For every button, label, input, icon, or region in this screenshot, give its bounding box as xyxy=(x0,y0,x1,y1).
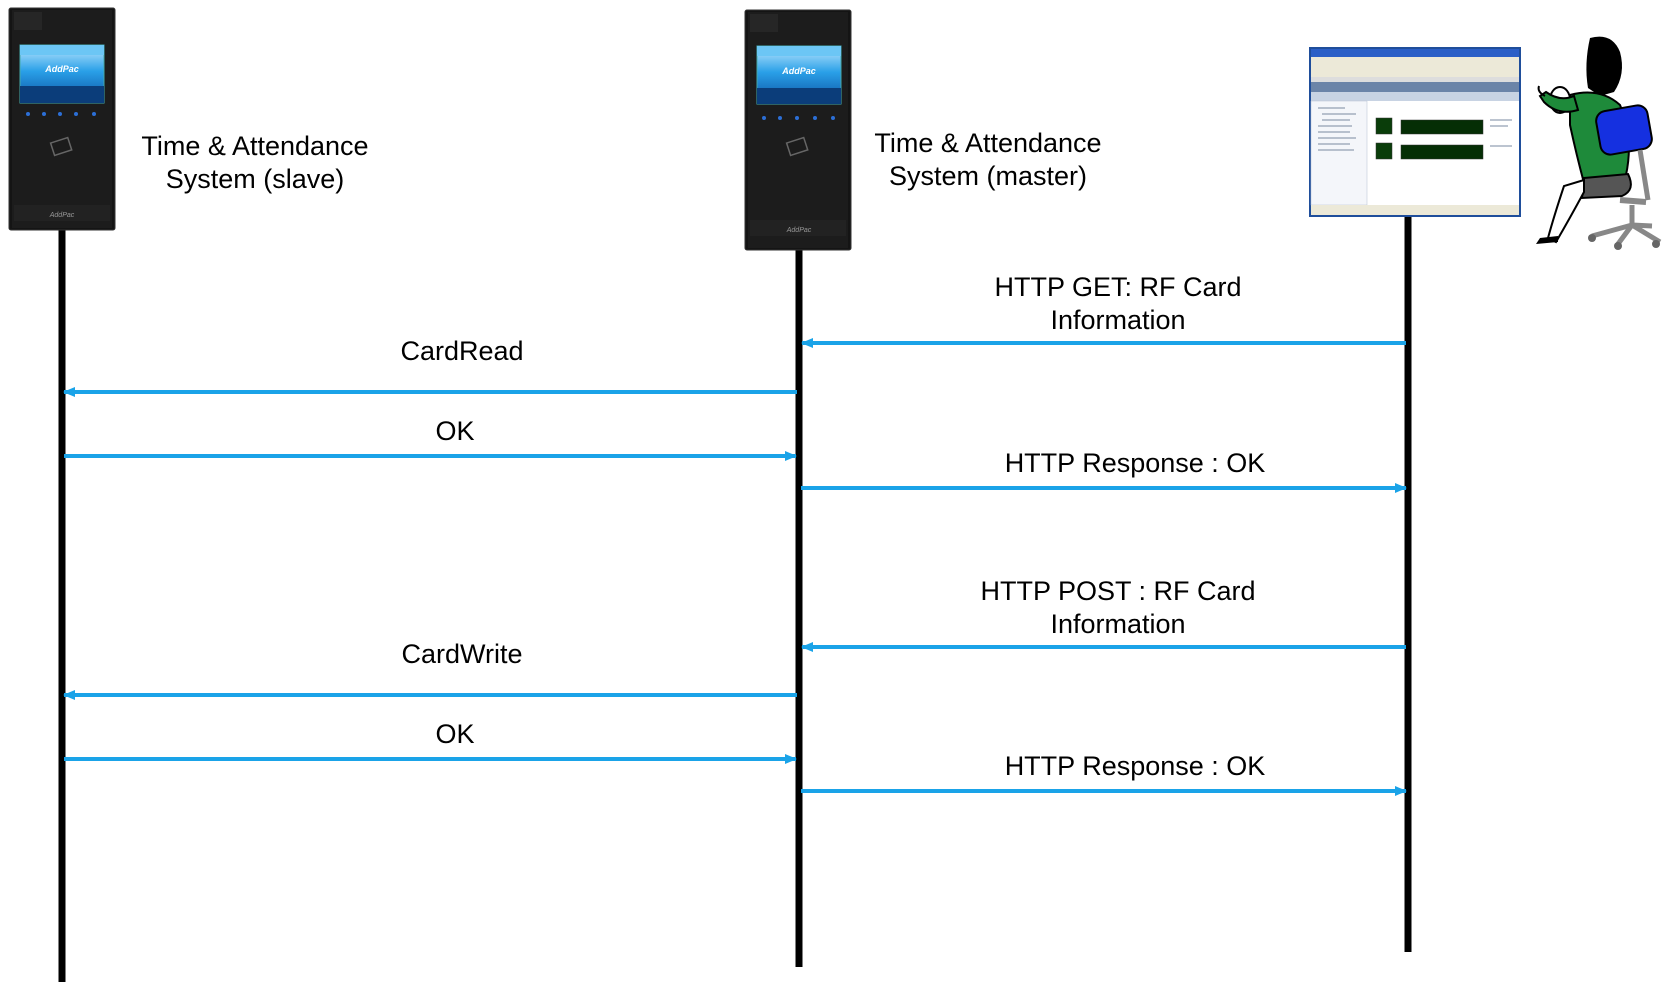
master-participant-label: Time & Attendance System (master) xyxy=(853,127,1123,193)
operator-person-icon xyxy=(1536,36,1662,250)
message-text: HTTP GET: RF Card xyxy=(994,272,1242,302)
message-label-ok-2: OK xyxy=(355,718,555,751)
message-label-http-response-1: HTTP Response : OK xyxy=(935,447,1335,480)
master-label-line1: Time & Attendance xyxy=(874,128,1102,158)
message-label-http-get: HTTP GET: RF Card Information xyxy=(918,271,1318,337)
master-chassis-brand: AddPac xyxy=(786,227,812,234)
slave-participant-label: Time & Attendance System (slave) xyxy=(120,130,390,196)
message-text: HTTP Response : OK xyxy=(1004,448,1266,478)
master-screen-brand: AddPac xyxy=(781,66,816,76)
slave-screen-brand: AddPac xyxy=(44,64,79,74)
slave-label-line1: Time & Attendance xyxy=(141,131,369,161)
message-text: Information xyxy=(1050,305,1186,335)
message-text: Information xyxy=(1050,609,1186,639)
master-terminal-icon: AddPac AddPac xyxy=(744,9,852,251)
web-manager-screenshot-icon xyxy=(1309,47,1521,217)
message-text: OK xyxy=(435,719,475,749)
message-text: HTTP Response : OK xyxy=(1004,751,1266,781)
message-label-cardread: CardRead xyxy=(312,335,612,368)
message-text: OK xyxy=(435,416,475,446)
slave-chassis-brand: AddPac xyxy=(49,212,75,219)
slave-label-line2: System (slave) xyxy=(165,164,345,194)
message-text: CardWrite xyxy=(401,639,523,669)
message-text: HTTP POST : RF Card xyxy=(980,576,1256,606)
message-text: CardRead xyxy=(400,336,524,366)
slave-terminal-icon: AddPac AddPac xyxy=(8,7,116,231)
message-label-cardwrite: CardWrite xyxy=(312,638,612,671)
message-label-ok-1: OK xyxy=(355,415,555,448)
master-label-line2: System (master) xyxy=(888,161,1088,191)
message-label-http-response-2: HTTP Response : OK xyxy=(935,750,1335,783)
message-label-http-post: HTTP POST : RF Card Information xyxy=(918,575,1318,641)
